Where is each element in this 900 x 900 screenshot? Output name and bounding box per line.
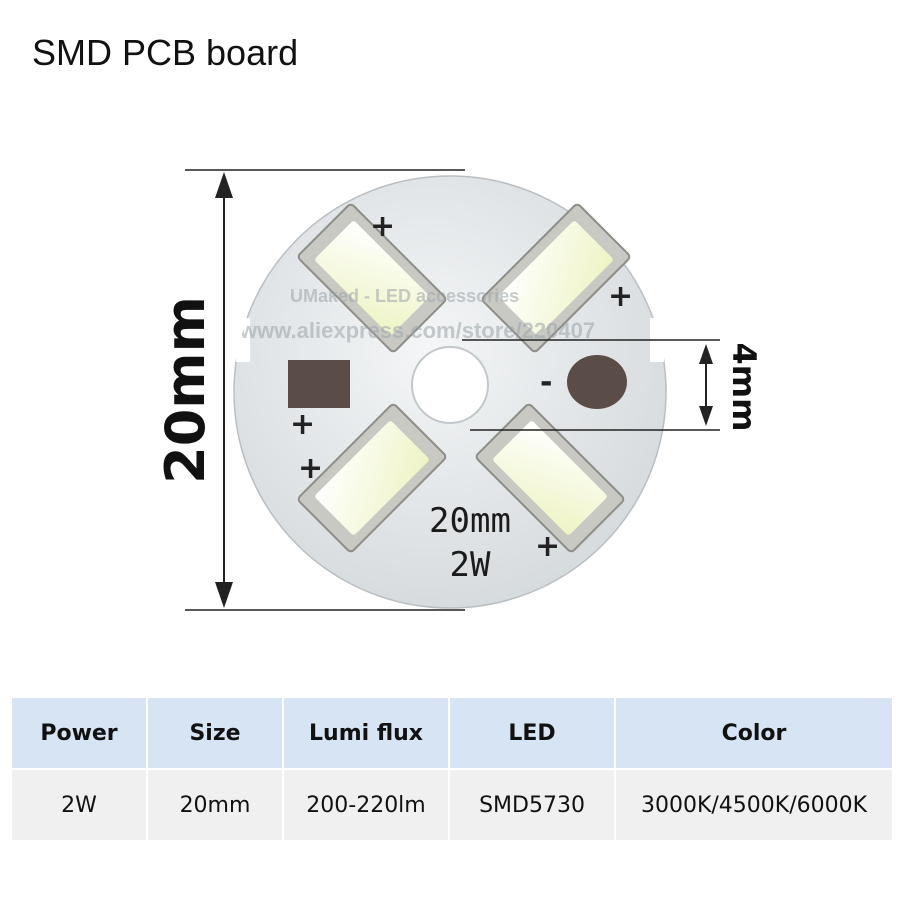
- led-chip: [481, 203, 631, 353]
- watermark-line: UMaked - LED accessories: [290, 286, 519, 306]
- pcb-diagram: + + + + + - 20mm 2W UMaked - LED accesso…: [154, 169, 763, 611]
- table-row: 2W 20mm 200-220lm SMD5730 3000K/4500K/60…: [10, 768, 894, 840]
- arrow-down-icon: [699, 406, 713, 426]
- header-lumi-flux: Lumi flux: [282, 698, 450, 769]
- page-title: SMD PCB board: [32, 32, 299, 73]
- header-power: Power: [10, 698, 148, 769]
- pcb-board-figure: + + + + + - 20mm 2W UMaked - LED accesso…: [154, 169, 763, 611]
- arrow-up-icon: [215, 172, 233, 198]
- plus-mark: +: [290, 407, 315, 442]
- table-header-row: Power Size Lumi flux LED Color: [10, 698, 894, 769]
- cell-lumi-flux: 200-220lm: [282, 768, 450, 840]
- led-chip: [297, 203, 447, 353]
- cell-size: 20mm: [146, 768, 284, 840]
- plus-mark: +: [298, 451, 323, 486]
- hole-dimension-label: 4mm: [725, 343, 763, 432]
- led-chip: [297, 403, 447, 553]
- cell-power: 2W: [10, 768, 148, 840]
- cell-color: 3000K/4500K/6000K: [614, 768, 894, 840]
- cell-led: SMD5730: [448, 768, 616, 840]
- board-edge-notch: [236, 318, 250, 362]
- solder-pad-right: [567, 355, 627, 409]
- spec-table: Power Size Lumi flux LED Color 2W 20mm 2…: [10, 698, 894, 840]
- center-hole: [411, 346, 489, 424]
- plus-mark: +: [608, 279, 633, 314]
- header-color: Color: [614, 698, 894, 769]
- solder-pad-left: [288, 360, 350, 408]
- arrow-up-icon: [699, 344, 713, 364]
- plus-mark: +: [535, 529, 560, 564]
- arrow-down-icon: [215, 582, 233, 608]
- watermark-line: www.aliexpress.com/store/220407: [239, 318, 595, 343]
- minus-mark: -: [540, 365, 552, 400]
- header-led: LED: [448, 698, 616, 769]
- header-size: Size: [146, 698, 284, 769]
- plus-mark: +: [370, 209, 395, 244]
- height-dimension-label: 20mm: [154, 296, 217, 484]
- board-print-power: 2W: [450, 545, 491, 585]
- board-print-size: 20mm: [429, 501, 511, 541]
